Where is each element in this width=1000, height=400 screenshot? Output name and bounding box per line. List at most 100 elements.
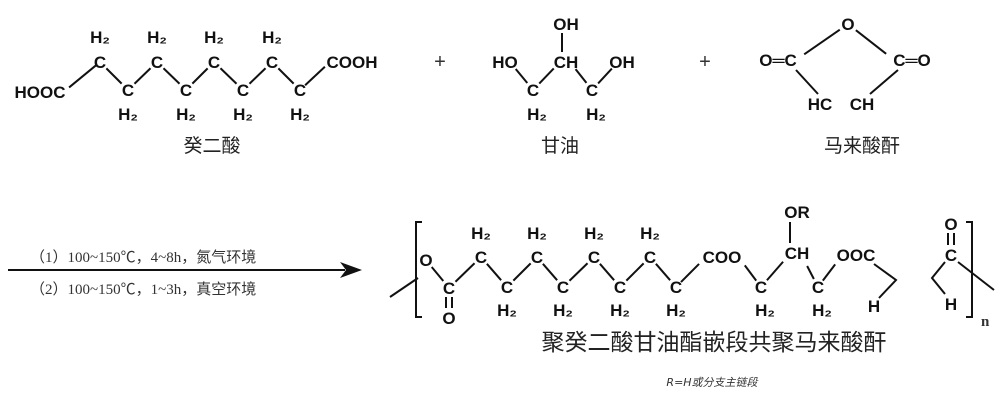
bond [105, 67, 123, 85]
ch-group: CH [785, 244, 810, 263]
bond [512, 262, 532, 282]
ester-coo: COO [703, 248, 742, 267]
h2-label: H₂ [586, 105, 606, 124]
ester-oxygen: O [419, 251, 432, 270]
bond [680, 263, 700, 283]
bond [822, 263, 836, 282]
maleate-bond [930, 261, 946, 295]
cooh-group: COOH [327, 53, 378, 72]
bond [743, 264, 758, 282]
h2-label: H₂ [640, 224, 660, 243]
bond [655, 263, 671, 281]
hc-group: HC [808, 95, 833, 114]
ch-group: CH [850, 95, 875, 114]
h2-label: H₂ [527, 105, 547, 124]
bond [542, 263, 558, 281]
bond [277, 67, 295, 85]
hydroxyl-left: HO [492, 53, 518, 72]
h2-label: H₂ [118, 105, 138, 124]
bonds [68, 28, 995, 318]
condition-step-1: （1）100~150℃，4~8h，氮气环境 [30, 248, 256, 266]
h2-label: H₂ [471, 224, 491, 243]
hydrogen: H [868, 297, 880, 316]
carbon-atom: C [151, 53, 163, 72]
repeat-unit-n: n [981, 314, 990, 330]
hydroxyl-top: OH [553, 15, 579, 34]
h2-label: H₂ [527, 224, 547, 243]
ch-group: CH [554, 53, 579, 72]
carbon-atom: C [614, 278, 626, 297]
sebacic-acid-label: 癸二酸 [183, 135, 240, 157]
h2-label: H₂ [666, 301, 686, 320]
bond [304, 66, 326, 86]
bond [574, 68, 588, 84]
r-group-note: R=H或分支主链段 [666, 376, 758, 389]
carbon-atom: C [266, 53, 278, 72]
h2-label: H₂ [90, 28, 110, 47]
carbon-atom: C [501, 278, 513, 297]
hydroxyl-right: OH [609, 53, 635, 72]
carbon-atom: C [294, 81, 306, 100]
bracket-right [966, 221, 973, 318]
h2-label: H₂ [584, 224, 604, 243]
h2-label: H₂ [497, 301, 517, 320]
bond [625, 262, 645, 282]
bond [795, 69, 819, 95]
bond [162, 67, 181, 85]
condition-step-2: （2）100~150℃，1~3h，真空环境 [30, 280, 256, 298]
bond [133, 67, 152, 85]
bond [599, 263, 615, 281]
plus-sign-2: + [699, 51, 711, 73]
or-group: OR [784, 203, 810, 222]
carbonyl-carbon: C [945, 246, 957, 265]
bracket-left [415, 221, 422, 318]
carbon-atom: C [644, 248, 656, 267]
carbon-atom: C [531, 248, 543, 267]
bond [538, 67, 555, 85]
carbon-atom: C [475, 248, 487, 267]
glycerol-label: 甘油 [541, 135, 579, 157]
plus-sign-1: + [434, 51, 446, 73]
carbon-atom: C [237, 81, 249, 100]
hooc-group: HOOC [15, 83, 66, 102]
carbonyl-carbon: C [443, 279, 455, 298]
bond [68, 63, 98, 89]
carbonyl-right: C═O [893, 51, 931, 70]
bond [219, 67, 238, 85]
reaction-arrow-head [340, 262, 362, 278]
ring-oxygen: O [841, 15, 854, 34]
bond [568, 262, 589, 282]
carbon-atom: C [670, 278, 682, 297]
carbon-atom: C [94, 53, 106, 72]
h2-label: H₂ [262, 28, 282, 47]
h2-label: H₂ [176, 105, 196, 124]
carbon-atom: C [180, 81, 192, 100]
carbon-atom: C [557, 278, 569, 297]
ester-ooc: OOC [837, 246, 876, 265]
carbon-atom: C [122, 81, 134, 100]
bond [191, 67, 209, 85]
hydrogen: H [945, 295, 957, 314]
carbonyl-oxygen: O [944, 215, 957, 234]
chain-end-bond [957, 261, 995, 291]
h2-label: H₂ [204, 28, 224, 47]
carbon-atom: C [527, 81, 539, 100]
bond [803, 28, 841, 56]
h2-label: H₂ [290, 105, 310, 124]
carbon-atom: C [812, 278, 824, 297]
carbon-atom: C [208, 53, 220, 72]
h2-label: H₂ [553, 301, 573, 320]
bond [514, 68, 529, 84]
carbon-atom: C [586, 81, 598, 100]
bond [454, 262, 476, 283]
bond [869, 69, 899, 95]
h2-label: H₂ [755, 301, 775, 320]
bond [855, 29, 887, 55]
product-name: 聚癸二酸甘油酯嵌段共聚马来酸酐 [542, 330, 887, 356]
chain-end-bond [389, 277, 419, 298]
h2-label: H₂ [812, 301, 832, 320]
bond [248, 67, 267, 85]
h2-label: H₂ [233, 105, 253, 124]
